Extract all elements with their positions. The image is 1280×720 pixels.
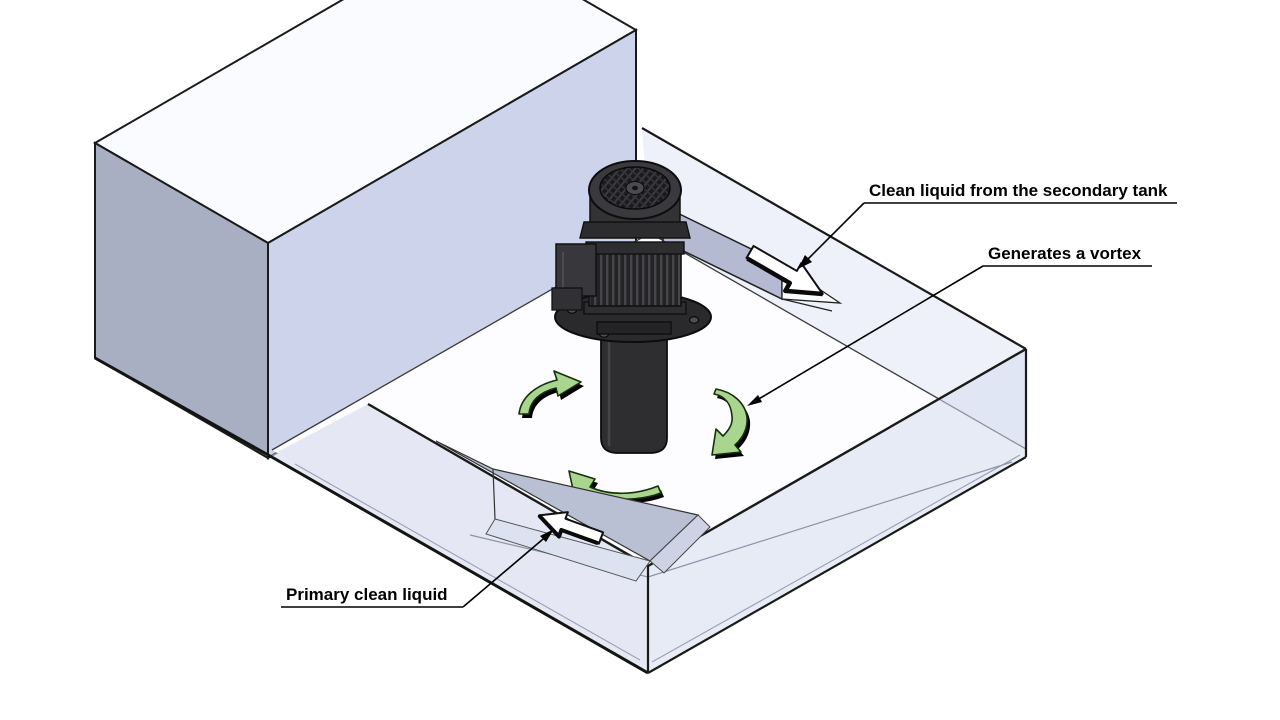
tank-inner-wall-band — [642, 128, 1026, 449]
leader-line — [462, 533, 550, 608]
annotation-secondary-inflow: Clean liquid from the secondary tank — [798, 181, 1177, 269]
flow-arrow-secondary — [745, 244, 824, 297]
leader-arrowhead — [540, 529, 554, 542]
ground-edge — [94, 356, 649, 675]
annotation-text-vortex: Generates a vortex — [988, 244, 1142, 263]
tank-wall-southeast — [648, 349, 1026, 673]
flange-bolt-hole — [689, 316, 699, 324]
pump-motor-body — [583, 241, 687, 315]
pump-terminal-box — [551, 243, 597, 311]
pump-suction-casing — [600, 329, 668, 454]
tank-front-walls — [94, 347, 1028, 675]
tank-wall-southwest — [270, 404, 648, 673]
pump-fan-cover — [579, 160, 691, 239]
vortex-arrow-west — [518, 370, 582, 415]
primary-inlet-weir — [435, 440, 711, 582]
weir-outer-piece — [649, 514, 711, 574]
vortex-pump — [551, 160, 712, 454]
chute-lip — [781, 298, 833, 312]
annotation-primary-inflow: Primary clean liquid — [281, 529, 554, 608]
tank-rim-ne — [641, 127, 1027, 350]
annotation-text-secondary-inflow: Clean liquid from the secondary tank — [869, 181, 1168, 200]
vortex-arrow-east — [711, 388, 748, 456]
tank-rim-se — [647, 347, 1027, 568]
leader-line — [802, 202, 865, 265]
floor-edge-through-wall — [651, 454, 1021, 663]
leader-arrowhead — [798, 255, 812, 269]
flow-arrow-primary — [537, 511, 605, 546]
leader-arrowhead — [747, 395, 762, 406]
annotation-vortex: Generates a vortex — [747, 244, 1152, 406]
secondary-tank — [93, 0, 638, 460]
annotation-text-primary-inflow: Primary clean liquid — [286, 585, 448, 604]
floor-edge-through-wall — [294, 463, 641, 661]
weir-trough-inner — [485, 518, 651, 582]
leader-line — [751, 265, 984, 404]
tank-bottom-se — [647, 456, 1027, 674]
